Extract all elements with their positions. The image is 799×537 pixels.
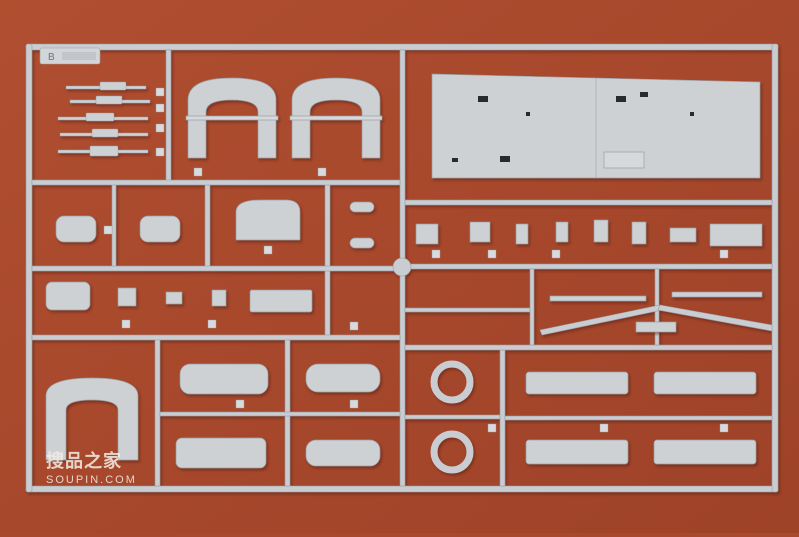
block-e	[631, 221, 647, 245]
small-block-3	[211, 289, 227, 307]
block-g	[709, 223, 763, 247]
ring-2	[430, 430, 474, 474]
hatch-part	[235, 199, 301, 241]
cylinder-part-1	[349, 201, 375, 213]
watermark-cn: 搜品之家	[46, 451, 122, 472]
cylinder-part-2	[349, 237, 375, 249]
u-part-3	[45, 377, 139, 461]
part-number-tags	[103, 87, 729, 433]
sprue-frame	[25, 43, 779, 493]
watermark-en: SOUPIN.COM	[46, 474, 137, 486]
bracket-part	[45, 281, 91, 311]
watermark: 搜品之家 SOUPIN.COM	[46, 452, 146, 487]
block-a	[469, 221, 491, 243]
frame-part	[415, 223, 439, 245]
block-d	[593, 219, 609, 243]
tank-3	[175, 437, 267, 469]
rail-1	[549, 295, 647, 302]
small-block-2	[165, 291, 183, 305]
sprue-parts	[45, 73, 763, 474]
tank-2	[305, 363, 381, 393]
deck-plate	[431, 73, 761, 179]
ring-1	[430, 360, 474, 404]
u-part-1	[187, 77, 277, 159]
plate-2	[653, 371, 757, 395]
panel-part	[249, 289, 313, 313]
seat-part-2	[139, 215, 181, 243]
tank-1	[179, 363, 269, 395]
u-part-2	[291, 77, 381, 159]
frame-letter-text: B	[48, 52, 55, 63]
rail-2	[671, 291, 763, 298]
block-b	[515, 223, 529, 245]
block-f	[669, 227, 697, 243]
frame-letter-tab: B	[39, 47, 101, 65]
seat-part-1	[55, 215, 97, 243]
rail-bracket	[635, 321, 677, 333]
small-block-1	[117, 287, 137, 307]
tank-4	[305, 439, 381, 467]
plate-1	[525, 371, 629, 395]
weapon-parts	[57, 81, 151, 157]
plate-3	[525, 439, 629, 465]
plate-4	[653, 439, 757, 465]
block-c	[555, 221, 569, 243]
